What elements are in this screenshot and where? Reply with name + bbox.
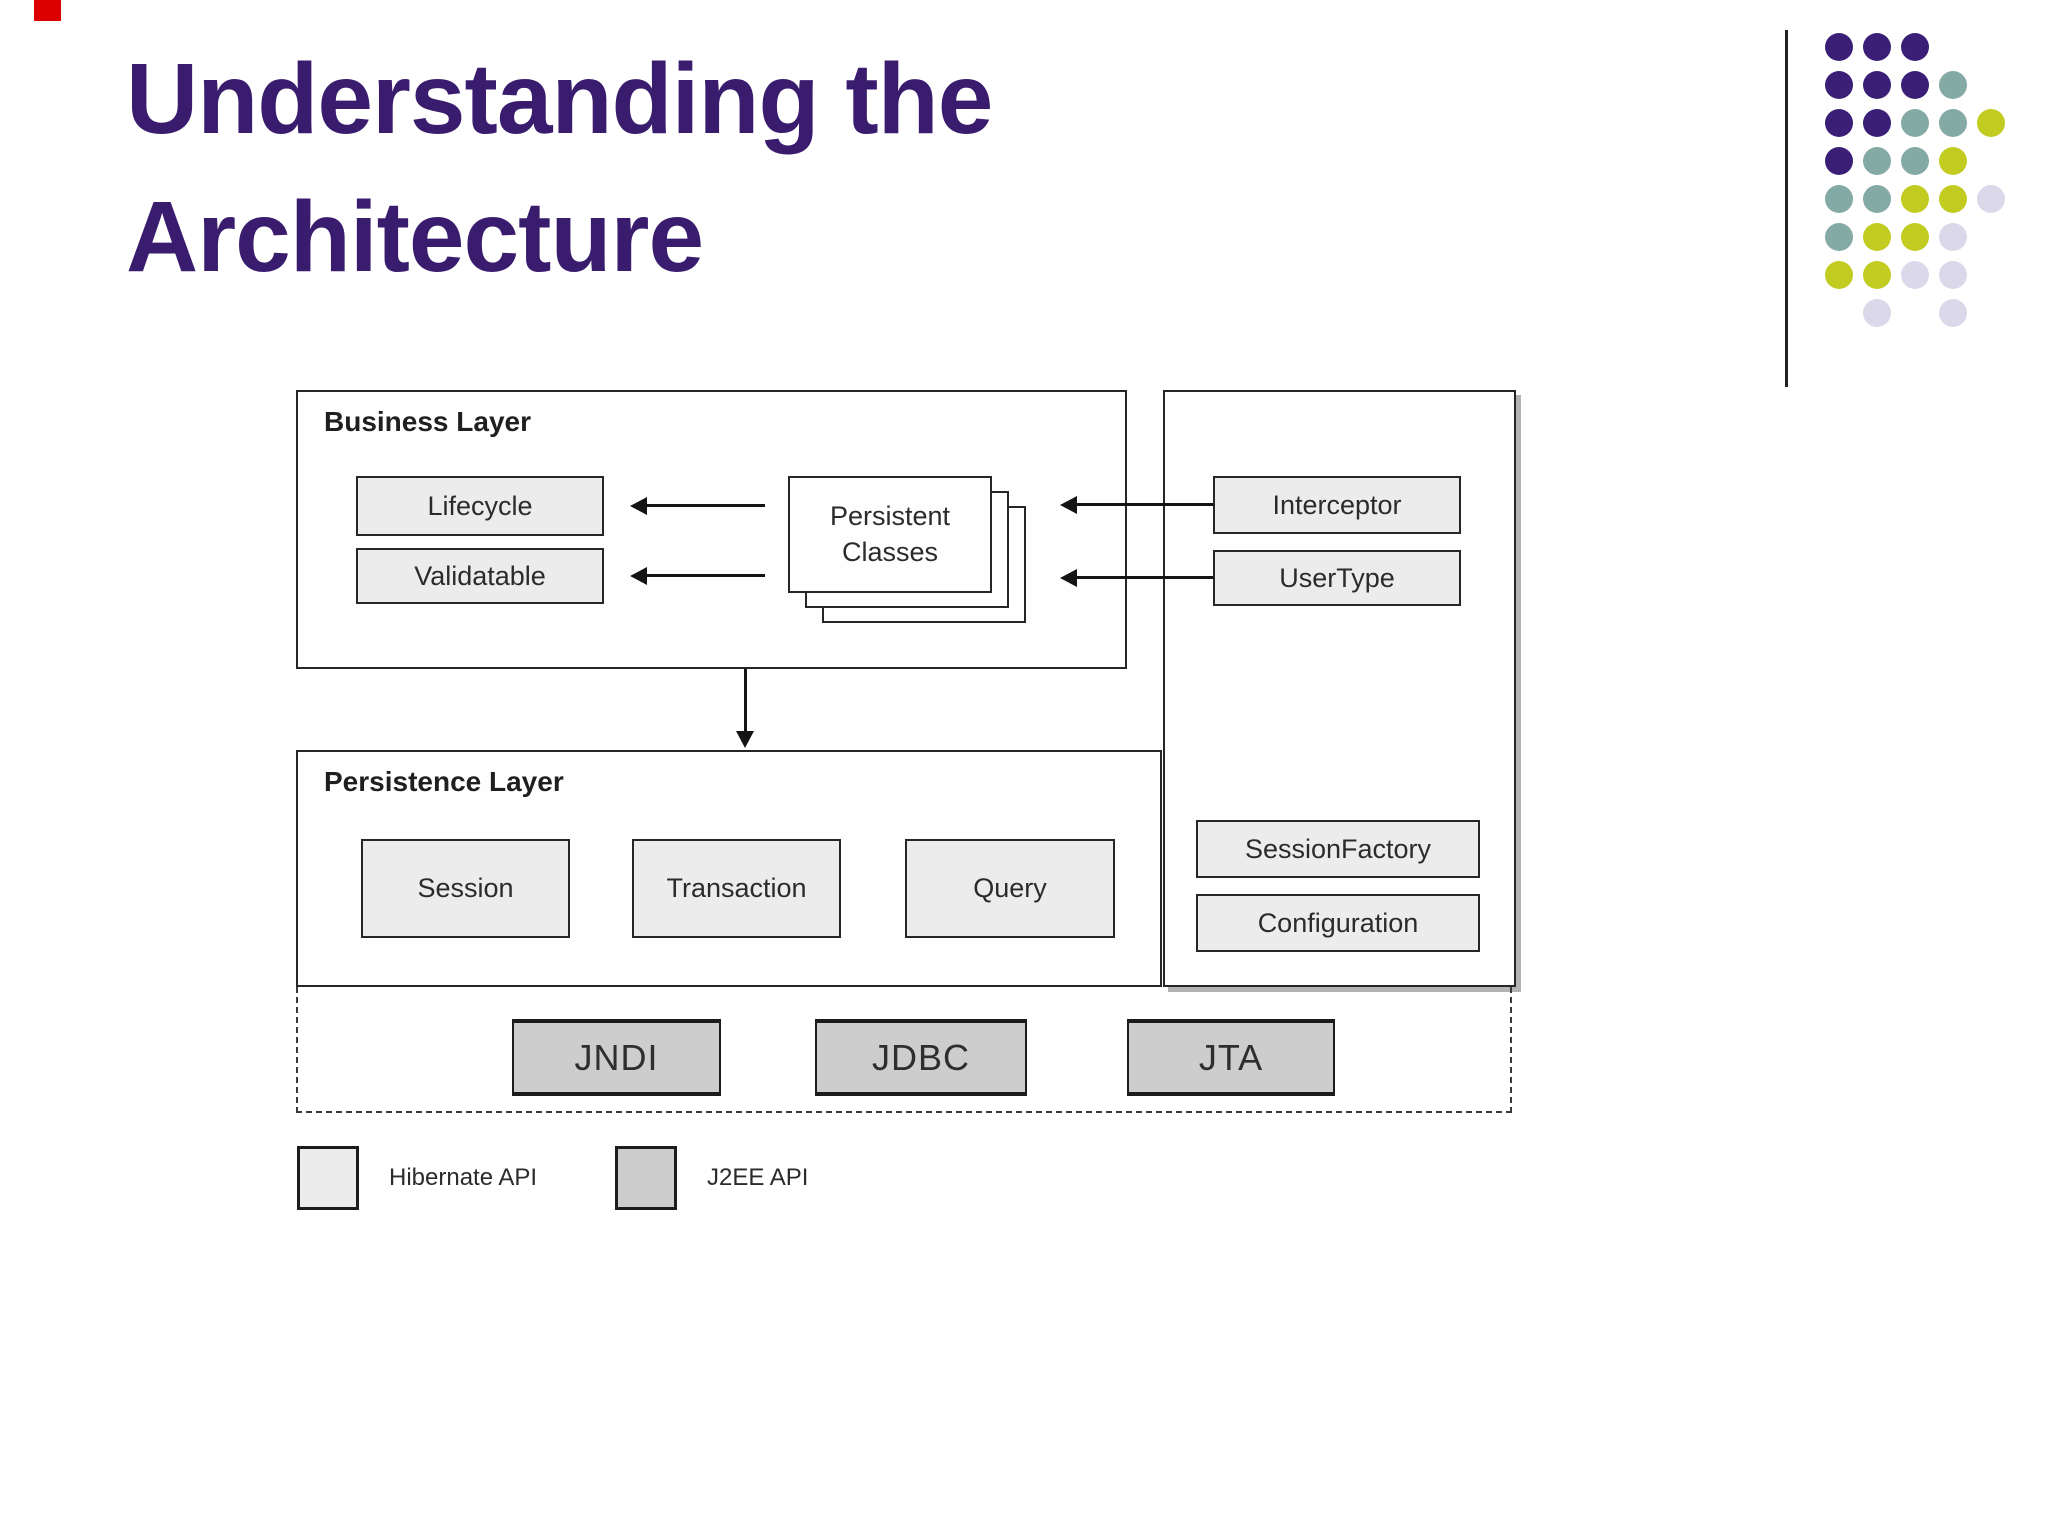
decor-dot (1825, 71, 1853, 99)
legend-item-hibernate-api: Hibernate API (297, 1145, 537, 1211)
decor-dot (1825, 33, 1853, 61)
decor-dot (1977, 109, 2005, 137)
vertical-rule (1785, 30, 1788, 387)
decor-dot (1863, 33, 1891, 61)
decor-dot (1939, 147, 1967, 175)
validatable-label: Validatable (414, 560, 546, 591)
persistence-layer-label: Persistence Layer (324, 766, 564, 797)
jndi-label: JNDI (574, 1036, 659, 1078)
decor-dot (1977, 185, 2005, 213)
sessionfactory-label: SessionFactory (1244, 833, 1432, 864)
configuration-box: Configuration (1196, 894, 1480, 952)
persistent-classes-label: Persistent Classes (829, 501, 951, 567)
decor-dot (1901, 109, 1929, 137)
jdbc-label: JDBC (871, 1036, 970, 1078)
session-label: Session (417, 873, 514, 903)
sessionfactory-box: SessionFactory (1196, 820, 1480, 878)
interceptor-label: Interceptor (1272, 489, 1402, 520)
decor-dot (1825, 223, 1853, 251)
decor-dot (1863, 223, 1891, 251)
lifecycle-box: Lifecycle (356, 476, 604, 536)
decor-dot (1863, 71, 1891, 99)
jta-label: JTA (1198, 1036, 1264, 1078)
j2ee-api-swatch (615, 1146, 677, 1210)
session-box: Session (361, 839, 570, 938)
decor-dot (1939, 299, 1967, 327)
page-title-line2: Architecture (126, 181, 704, 293)
transaction-box: Transaction (632, 839, 841, 938)
decor-dot (1939, 185, 1967, 213)
hibernate-api-swatch (297, 1146, 359, 1210)
decor-dot (1901, 33, 1929, 61)
transaction-label: Transaction (666, 873, 807, 903)
query-label: Query (973, 873, 1047, 903)
page-title: Understanding the Architecture (126, 30, 993, 306)
legend-item-j2ee-api: J2EE API (615, 1145, 808, 1211)
decor-dot (1863, 147, 1891, 175)
page-title-line1: Understanding the (126, 43, 993, 155)
decor-dot (1939, 71, 1967, 99)
decor-dot (1901, 185, 1929, 213)
query-box: Query (905, 839, 1115, 938)
persistent-classes-box: Persistent Classes (788, 476, 992, 593)
decor-dot (1939, 109, 1967, 137)
jta-box: JTA (1127, 1019, 1335, 1096)
decor-dot (1901, 223, 1929, 251)
decor-dot (1863, 299, 1891, 327)
business-layer-label: Business Layer (324, 406, 531, 437)
decor-dot (1825, 109, 1853, 137)
validatable-box: Validatable (356, 548, 604, 604)
jdbc-box: JDBC (815, 1019, 1027, 1096)
decor-dot (1901, 71, 1929, 99)
configuration-label: Configuration (1257, 907, 1419, 938)
decor-dot (1863, 261, 1891, 289)
decor-dot (1901, 147, 1929, 175)
red-corner-mark (34, 0, 61, 21)
j2ee-api-label: J2EE API (707, 1164, 809, 1191)
hibernate-api-label: Hibernate API (389, 1164, 538, 1191)
usertype-box: UserType (1213, 550, 1461, 606)
j2ee-region (296, 987, 1512, 1113)
decor-dot (1825, 147, 1853, 175)
decor-dot (1939, 261, 1967, 289)
jndi-box: JNDI (512, 1019, 721, 1096)
decor-dot (1939, 223, 1967, 251)
usertype-label: UserType (1279, 562, 1395, 593)
decor-dot (1825, 185, 1853, 213)
lifecycle-label: Lifecycle (427, 490, 533, 521)
decor-dot (1863, 185, 1891, 213)
decor-dot (1863, 109, 1891, 137)
interceptor-box: Interceptor (1213, 476, 1461, 534)
decor-dot (1901, 261, 1929, 289)
decor-dot (1825, 261, 1853, 289)
